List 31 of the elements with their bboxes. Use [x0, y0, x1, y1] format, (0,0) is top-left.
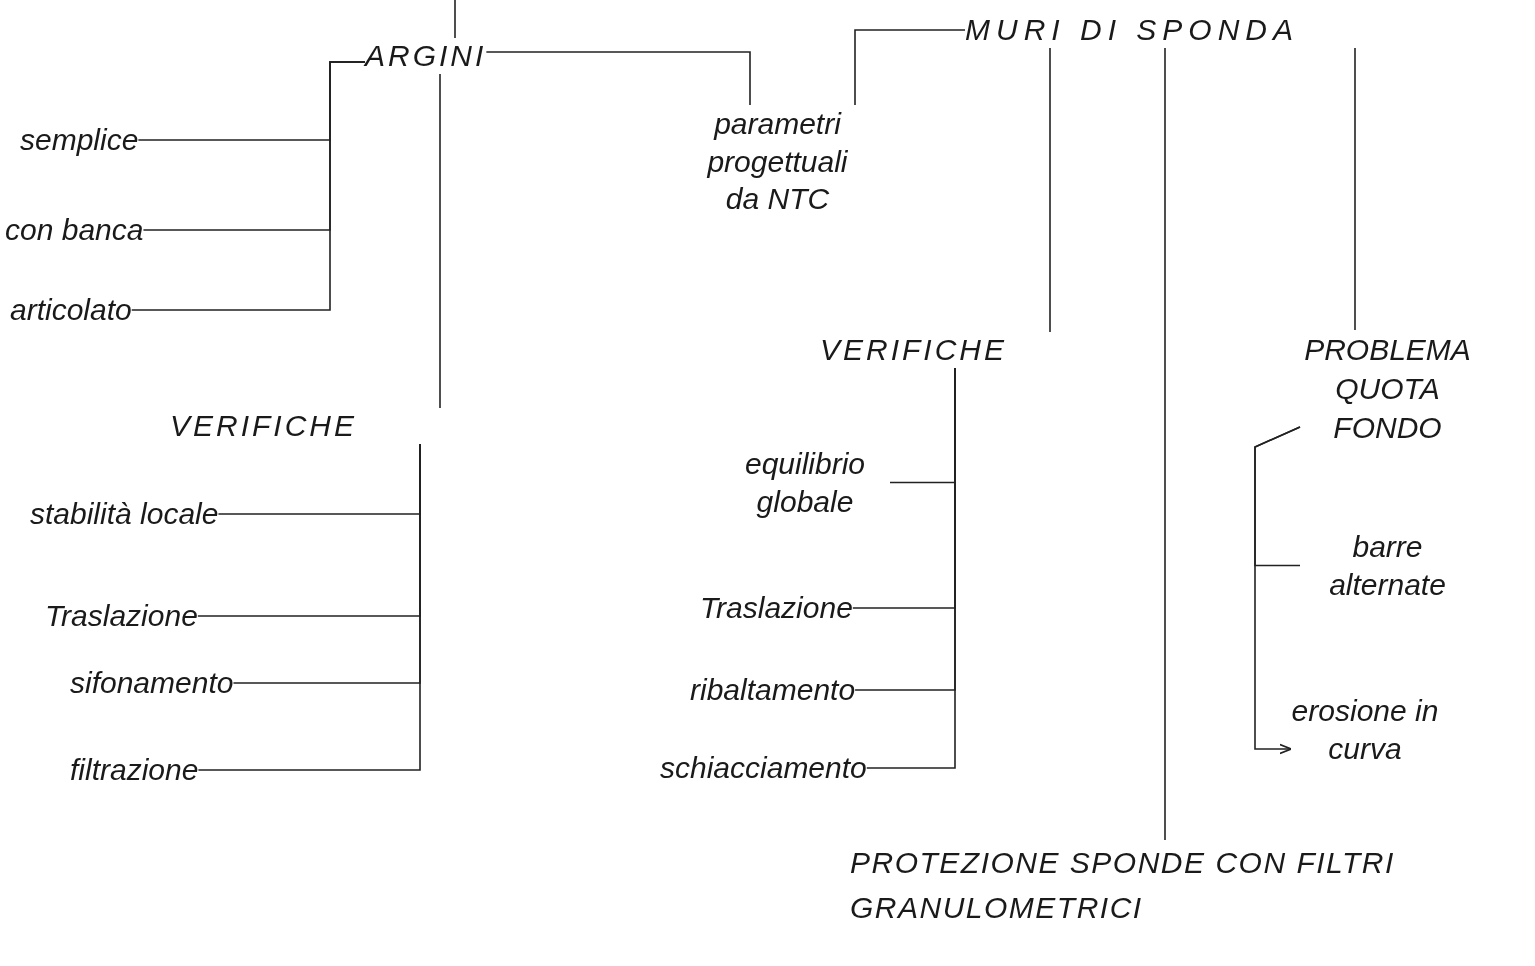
node-label: ribaltamento	[690, 672, 856, 708]
node-label: semplice	[20, 122, 139, 158]
node-label: ARGINI	[365, 38, 487, 74]
node-label: barre alternate	[1328, 529, 1447, 603]
connector-line	[197, 443, 421, 771]
connector-line	[1354, 47, 1356, 331]
connector-line	[1254, 426, 1301, 755]
node-label: stabilità locale	[30, 496, 219, 532]
node-label: equilibrio globale	[743, 446, 867, 520]
node-label: PROTEZIONE SPONDE CON FILTRI GRANULOMETRICI	[850, 845, 1396, 926]
connector-line	[130, 61, 366, 311]
node-label: schiacciamento	[660, 750, 867, 786]
connector-line	[485, 51, 751, 106]
connector-line	[865, 367, 956, 769]
node-label: Traslazione	[45, 598, 198, 634]
connector-line	[1164, 47, 1166, 841]
node-label: filtrazione	[70, 752, 199, 788]
connector-line	[854, 29, 966, 106]
node-label: erosione in curva	[1290, 693, 1440, 767]
connector-line	[1049, 47, 1051, 333]
node-label: VERIFICHE	[820, 332, 1008, 368]
node-label: con banca	[5, 212, 144, 248]
node-label: MURI DI SPONDA	[965, 12, 1300, 48]
node-label: Traslazione	[700, 590, 853, 626]
node-label: sifonamento	[70, 665, 234, 701]
node-label: PROBLEMA QUOTA FONDO	[1303, 332, 1472, 446]
node-label: parametri progettuali da NTC	[706, 106, 849, 217]
connector-line	[454, 0, 456, 39]
node-label: articolato	[10, 292, 132, 328]
connector-line	[439, 73, 441, 409]
node-label: VERIFICHE	[170, 408, 358, 444]
